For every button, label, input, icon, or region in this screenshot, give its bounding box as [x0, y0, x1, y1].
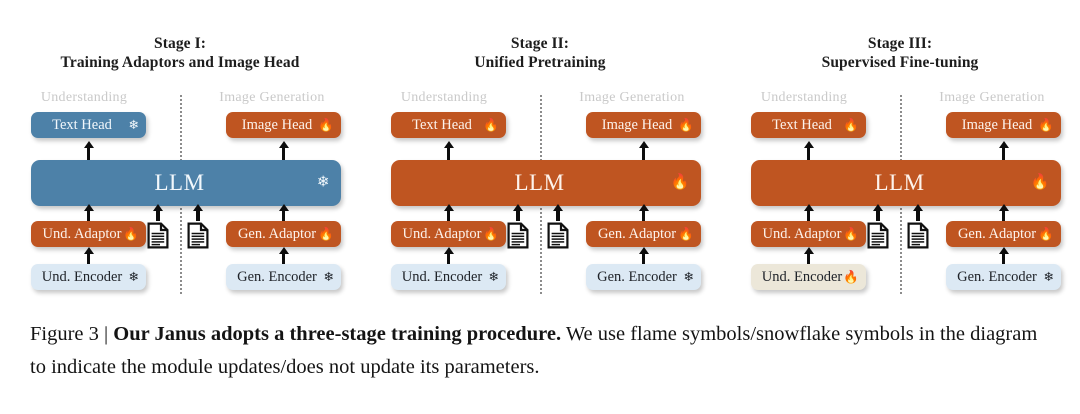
stage-3-title-line1: Stage III:: [867, 35, 933, 52]
flame-icon: 🔥: [843, 117, 859, 132]
flame-icon: 🔥: [483, 226, 499, 241]
stage-3-llm-box-label: LLM: [874, 170, 925, 195]
stage-2-gen-encoder-box-label: Gen. Encoder: [597, 268, 677, 285]
stages-container: Stage I: Training Adaptors and Image Head…: [0, 0, 1080, 310]
flame-icon: 🔥: [1038, 117, 1054, 132]
flame-icon: 🔥: [843, 269, 859, 284]
snowflake-icon: ❄: [488, 269, 499, 284]
stage-1-llm-box: LLM ❄: [31, 160, 341, 206]
stage-2-gen-adaptor-box: Gen. Adaptor🔥: [586, 221, 701, 247]
stage-3-divider-upper: [900, 95, 902, 165]
stage-3-title: Stage III: Supervised Fine-tuning: [720, 34, 1080, 72]
stage-3-divider-lower: [900, 208, 902, 294]
stage-2-title: Stage II: Unified Pretraining: [360, 34, 720, 72]
flame-icon: 🔥: [483, 117, 499, 132]
flame-icon: 🔥: [123, 226, 139, 241]
stage-3-und-encoder-box: Und. Encoder🔥: [751, 264, 866, 290]
stage-3-und-encoder-box-label: Und. Encoder: [761, 268, 843, 285]
stage-1-title-line2: Training Adaptors and Image Head: [60, 54, 300, 71]
stage-2-title-line1: Stage II:: [510, 35, 570, 52]
stage-1-text-head-box-label: Text Head: [52, 116, 112, 133]
flame-icon: 🔥: [1030, 174, 1050, 191]
stage-1-text-document-icon-left: [147, 222, 169, 249]
stage-2-title-line2: Unified Pretraining: [474, 54, 606, 71]
caption-bold: Our Janus adopts a three-stage training …: [113, 323, 562, 345]
stage-2-text-head-box-label: Text Head: [412, 116, 472, 133]
stage-3-image-head-box: Image Head 🔥: [946, 112, 1061, 138]
stage-2-gen-adaptor-box-label: Gen. Adaptor: [597, 225, 677, 242]
stage-2-und-adaptor-box: Und. Adaptor🔥: [391, 221, 506, 247]
flame-icon: 🔥: [318, 226, 334, 241]
stage-1-understanding-label: Understanding: [40, 90, 128, 105]
stage-3-text-document-icon-left: [867, 222, 889, 249]
snowflake-icon: ❄: [683, 269, 694, 284]
caption-prefix: Figure 3 |: [30, 323, 114, 345]
stage-3-image-generation-label: Image Generation: [939, 90, 1045, 105]
stage-1-divider-lower: [180, 208, 182, 294]
snowflake-icon: ❄: [128, 117, 139, 132]
stage-1-gen-adaptor-box-label: Gen. Adaptor: [237, 225, 317, 242]
stage-1-und-encoder-box: Und. Encoder ❄: [31, 264, 146, 290]
stage-2-divider-upper: [540, 95, 542, 165]
stage-3-gen-adaptor-box-label: Gen. Adaptor: [957, 225, 1037, 242]
stage-2-understanding-label: Understanding: [400, 90, 488, 105]
snowflake-icon: ❄: [1043, 269, 1054, 284]
stage-3-text-head-box-label: Text Head: [772, 116, 832, 133]
snowflake-icon: ❄: [316, 174, 330, 191]
stage-1-und-adaptor-box-label: Und. Adaptor: [42, 225, 122, 242]
stage-2-divider-lower: [540, 208, 542, 294]
stage-2-image-head-box: Image Head 🔥: [586, 112, 701, 138]
stage-2-image-generation-label: Image Generation: [579, 90, 685, 105]
stage-3-gen-encoder-box-label: Gen. Encoder: [957, 268, 1037, 285]
flame-icon: 🔥: [1038, 226, 1054, 241]
stage-1-text-document-icon-right: [187, 222, 209, 249]
stage-2-gen-encoder-box: Gen. Encoder ❄: [586, 264, 701, 290]
snowflake-icon: ❄: [128, 269, 139, 284]
stage-3-und-adaptor-box-label: Und. Adaptor: [762, 225, 842, 242]
flame-icon: 🔥: [670, 174, 690, 191]
stage-2-llm-box-label: LLM: [514, 170, 565, 195]
stage-2-und-adaptor-box-label: Und. Adaptor: [402, 225, 482, 242]
stage-2-llm-box: LLM 🔥: [391, 160, 701, 206]
stage-3-gen-encoder-box: Gen. Encoder ❄: [946, 264, 1061, 290]
stage-1-gen-encoder-box: Gen. Encoder ❄: [226, 264, 341, 290]
stage-3-llm-box: LLM 🔥: [751, 160, 1061, 206]
stage-3-und-adaptor-box: Und. Adaptor🔥: [751, 221, 866, 247]
figure-caption: Figure 3 | Our Janus adopts a three-stag…: [30, 318, 1054, 384]
caption-rest: We use flame symbols/snowflake symbols i…: [30, 323, 1038, 378]
stage-2-text-document-icon-left: [507, 222, 529, 249]
stage-3-image-head-box-label: Image Head: [961, 116, 1033, 133]
stage-2-und-encoder-box: Und. Encoder ❄: [391, 264, 506, 290]
stage-1-image-generation-label: Image Generation: [219, 90, 325, 105]
stage-1-text-head-box: Text Head ❄: [31, 112, 146, 138]
flame-icon: 🔥: [843, 226, 859, 241]
stage-1-und-encoder-box-label: Und. Encoder: [41, 268, 123, 285]
stage-1-image-head-box-label: Image Head: [241, 116, 313, 133]
stage-3-gen-adaptor-box: Gen. Adaptor🔥: [946, 221, 1061, 247]
stage-1: Stage I: Training Adaptors and Image Head…: [0, 0, 360, 310]
stage-1-und-adaptor-box: Und. Adaptor🔥: [31, 221, 146, 247]
stage-1-gen-adaptor-box: Gen. Adaptor🔥: [226, 221, 341, 247]
stage-3-text-document-icon-right: [907, 222, 929, 249]
stage-2-image-head-box-label: Image Head: [601, 116, 673, 133]
stage-1-divider-upper: [180, 95, 182, 165]
stage-2-text-head-box: Text Head 🔥: [391, 112, 506, 138]
stage-1-title: Stage I: Training Adaptors and Image Head: [0, 34, 360, 72]
flame-icon: 🔥: [318, 117, 334, 132]
snowflake-icon: ❄: [323, 269, 334, 284]
flame-icon: 🔥: [678, 226, 694, 241]
flame-icon: 🔥: [678, 117, 694, 132]
stage-1-title-line1: Stage I:: [153, 35, 207, 52]
stage-1-llm-box-label: LLM: [154, 170, 205, 195]
stage-3-title-line2: Supervised Fine-tuning: [821, 54, 979, 71]
stage-3-text-head-box: Text Head 🔥: [751, 112, 866, 138]
stage-3-understanding-label: Understanding: [760, 90, 848, 105]
stage-1-image-head-box: Image Head 🔥: [226, 112, 341, 138]
stage-1-gen-encoder-box-label: Gen. Encoder: [237, 268, 317, 285]
stage-2-text-document-icon-right: [547, 222, 569, 249]
stage-2-und-encoder-box-label: Und. Encoder: [401, 268, 483, 285]
